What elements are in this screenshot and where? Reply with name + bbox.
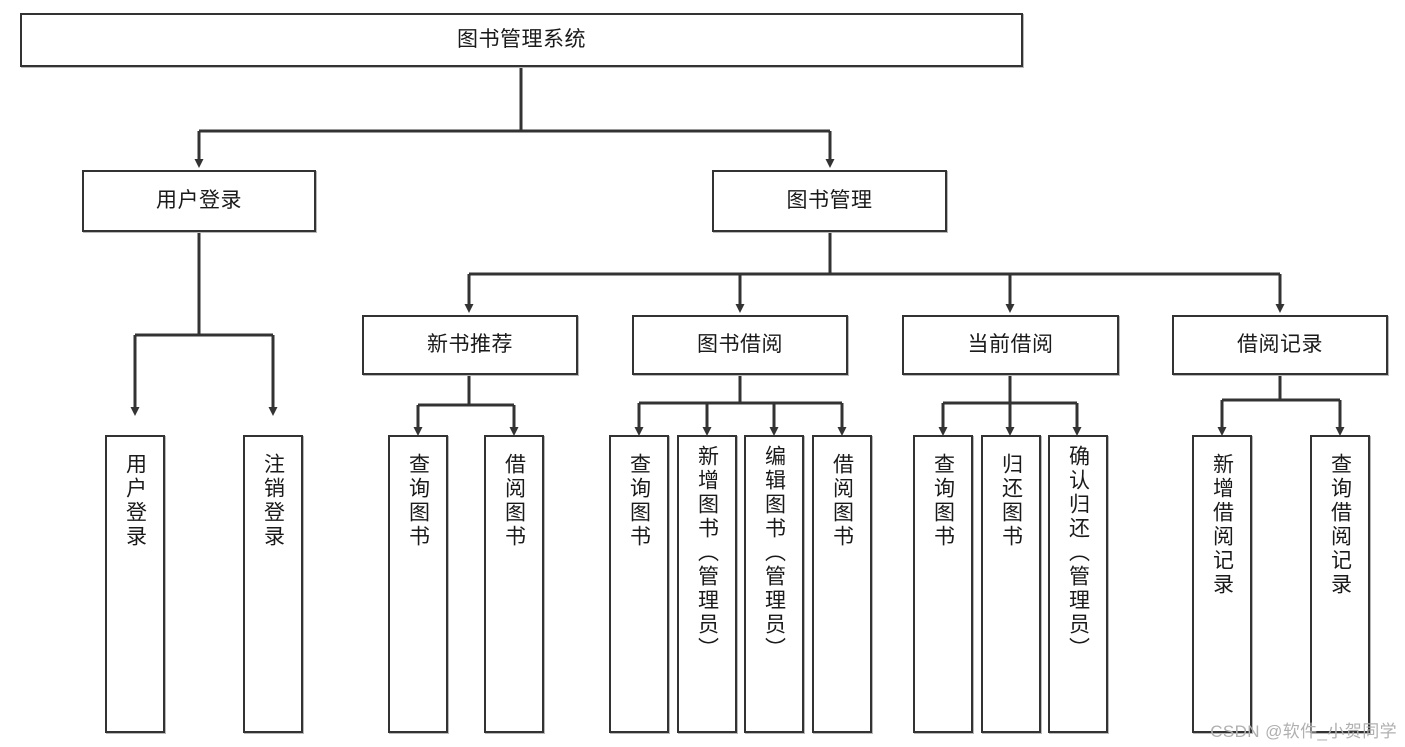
node-leaf-rec-search-label: 查询借阅记录 [1328, 453, 1352, 597]
node-leaf-rec-add-label: 新增借阅记录 [1210, 453, 1234, 597]
node-leaf-user-logout-label: 注销登录 [261, 453, 285, 549]
watermark: CSDN @软件_小贺同学 [1210, 722, 1397, 741]
node-leaf-borrow-query-label: 查询图书 [627, 453, 651, 549]
node-leaf-borrow-edit[interactable]: 编辑图书（管理员） [744, 435, 804, 733]
node-root[interactable]: 图书管理系统 [20, 13, 1023, 67]
node-current-borrow[interactable]: 当前借阅 [902, 315, 1119, 375]
node-leaf-borrow-edit-label: 编辑图书（管理员） [762, 445, 786, 661]
node-borrow-record-label: 借阅记录 [1237, 332, 1323, 356]
node-leaf-cur-return[interactable]: 归还图书 [981, 435, 1041, 733]
node-leaf-user-login-label: 用户登录 [123, 453, 147, 549]
node-leaf-cur-confirm-label: 确认归还（管理员） [1066, 445, 1090, 661]
node-leaf-rec-borrow-label: 借阅图书 [502, 453, 526, 549]
node-leaf-rec-borrow[interactable]: 借阅图书 [484, 435, 544, 733]
node-user-login-label: 用户登录 [156, 188, 242, 212]
node-borrow-record[interactable]: 借阅记录 [1172, 315, 1388, 375]
node-leaf-rec-search[interactable]: 查询借阅记录 [1310, 435, 1370, 733]
node-user-login[interactable]: 用户登录 [82, 170, 316, 232]
node-leaf-cur-query-label: 查询图书 [931, 453, 955, 549]
node-leaf-rec-add[interactable]: 新增借阅记录 [1192, 435, 1252, 733]
node-book-manage-label: 图书管理 [786, 188, 873, 212]
node-leaf-borrow-add-label: 新增图书（管理员） [695, 445, 719, 661]
node-leaf-user-login[interactable]: 用户登录 [105, 435, 165, 733]
node-book-manage[interactable]: 图书管理 [712, 170, 947, 232]
node-current-borrow-label: 当前借阅 [967, 332, 1054, 356]
node-leaf-user-logout[interactable]: 注销登录 [243, 435, 303, 733]
node-book-borrow[interactable]: 图书借阅 [632, 315, 848, 375]
node-leaf-cur-confirm[interactable]: 确认归还（管理员） [1048, 435, 1108, 733]
node-leaf-rec-query[interactable]: 查询图书 [388, 435, 448, 733]
node-leaf-borrow-do-label: 借阅图书 [830, 453, 854, 549]
node-leaf-cur-return-label: 归还图书 [999, 453, 1023, 549]
node-leaf-borrow-add[interactable]: 新增图书（管理员） [677, 435, 737, 733]
node-leaf-borrow-do[interactable]: 借阅图书 [812, 435, 872, 733]
node-book-borrow-label: 图书借阅 [697, 332, 783, 356]
node-root-label: 图书管理系统 [457, 27, 586, 51]
node-leaf-borrow-query[interactable]: 查询图书 [609, 435, 669, 733]
node-new-book-rec[interactable]: 新书推荐 [362, 315, 578, 375]
node-leaf-rec-query-label: 查询图书 [406, 453, 430, 549]
node-leaf-cur-query[interactable]: 查询图书 [913, 435, 973, 733]
node-new-book-rec-label: 新书推荐 [427, 332, 513, 356]
